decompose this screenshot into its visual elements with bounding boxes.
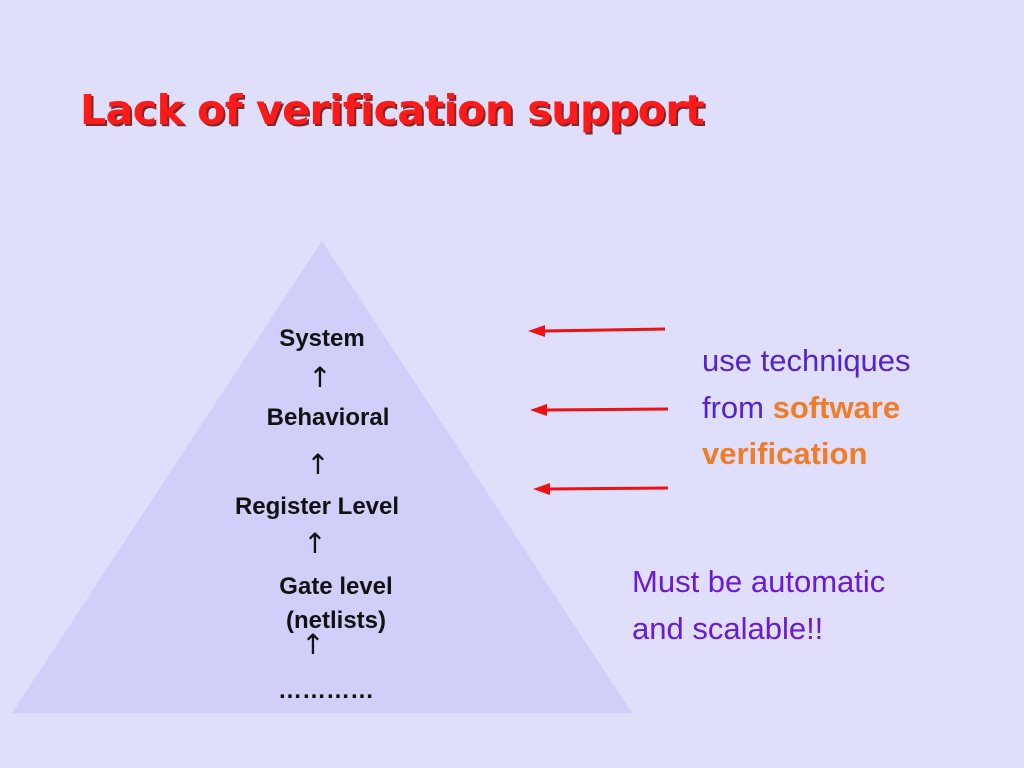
requirement-line-1: Must be automatic xyxy=(632,564,886,599)
arrow-system-level xyxy=(528,325,666,337)
level-system: System xyxy=(279,325,365,352)
level-register: Register Level xyxy=(234,493,400,520)
highlight-verification: verification xyxy=(702,436,868,471)
up-arrow-icon: ↑ xyxy=(308,361,332,394)
level-gate-netlists: (netlists) xyxy=(285,607,387,634)
level-behavioral: Behavioral xyxy=(266,404,390,431)
arrow-behavioral-level xyxy=(530,404,669,416)
pyramid-triangle xyxy=(12,241,632,713)
left-arrows xyxy=(528,325,669,495)
techniques-line-2: from software xyxy=(702,385,911,432)
techniques-line-1: use techniques xyxy=(702,343,911,378)
up-arrow-icon: ↑ xyxy=(303,527,327,560)
techniques-from: from xyxy=(702,389,764,425)
level-ellipsis: ………… xyxy=(278,677,374,704)
requirement-note: Must be automatic and scalable!! xyxy=(632,559,885,652)
highlight-software: software xyxy=(772,389,901,425)
arrow-register-level xyxy=(533,483,669,495)
techniques-note: use techniques from software verificatio… xyxy=(702,338,911,478)
level-gate: Gate level xyxy=(279,573,393,600)
slide-title: Lack of verification support xyxy=(80,86,705,134)
up-arrow-icon: ↑ xyxy=(306,448,330,481)
up-arrow-icon: ↑ xyxy=(301,628,325,661)
requirement-line-2: and scalable!! xyxy=(632,610,824,646)
